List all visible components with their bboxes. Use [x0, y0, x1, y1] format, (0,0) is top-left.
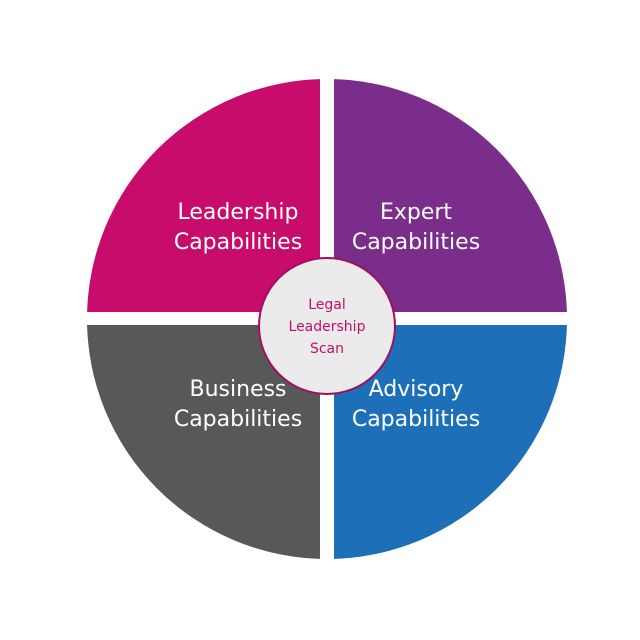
label-line: Capabilities	[351, 407, 481, 432]
label-expert: Expert Capabilities	[316, 198, 516, 258]
label-advisory: Advisory Capabilities	[316, 375, 516, 435]
label-leadership: Leadership Capabilities	[138, 198, 338, 258]
label-line: Expert	[379, 200, 453, 225]
center-line: Leadership	[288, 319, 366, 335]
center-line: Legal	[308, 297, 346, 313]
label-business: Business Capabilities	[138, 375, 338, 435]
quadrant-advisory	[334, 325, 567, 559]
quadrant-expert	[334, 79, 567, 312]
label-line: Capabilities	[351, 230, 481, 255]
label-line: Advisory	[368, 377, 464, 402]
label-line: Capabilities	[173, 407, 303, 432]
label-line: Business	[189, 377, 287, 402]
quadrant-leadership	[87, 79, 320, 312]
center-label: Legal Leadership Scan	[258, 294, 396, 360]
quadrant-business	[87, 325, 320, 559]
center-circle	[258, 257, 396, 395]
label-line: Leadership	[177, 200, 299, 225]
center-line: Scan	[309, 341, 345, 357]
label-line: Capabilities	[173, 230, 303, 255]
